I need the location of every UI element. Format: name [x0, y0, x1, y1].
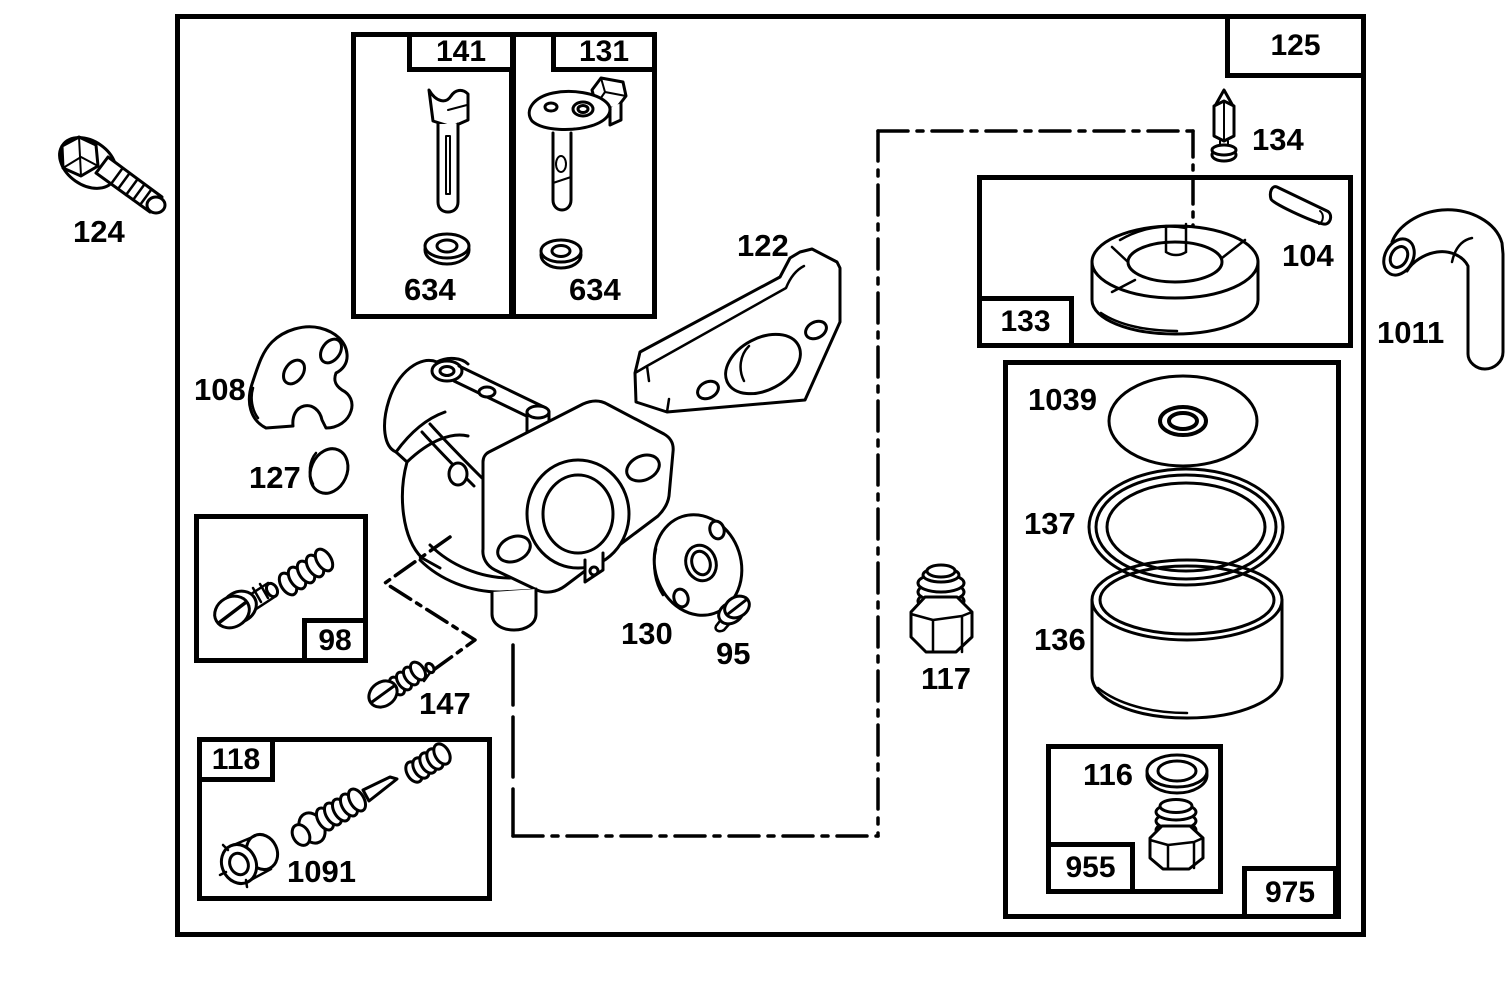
callout-box-133: [977, 175, 1353, 348]
part-number-130: 130: [621, 616, 673, 651]
part-tab-98: 98: [302, 618, 368, 663]
part-tab-975: 975: [1242, 866, 1338, 919]
part-number-98: 98: [318, 623, 352, 657]
part-number-104: 104: [1282, 238, 1334, 273]
part-tab-955: 955: [1046, 842, 1135, 894]
part-tab-133: 133: [977, 296, 1074, 348]
part-number-116: 116: [1083, 757, 1134, 792]
part-number-1011: 1011: [1377, 315, 1445, 350]
part-number-124: 124: [73, 214, 125, 249]
part-number-136: 136: [1034, 622, 1086, 657]
bolt-124-drawing: [58, 135, 167, 215]
part-number-117: 117: [921, 661, 972, 696]
part-number-634-b: 634: [569, 272, 621, 307]
part-number-141: 141: [435, 35, 487, 68]
callout-box-98: [194, 514, 368, 663]
part-number-127: 127: [249, 460, 301, 495]
part-number-108: 108: [194, 372, 246, 407]
part-number-134: 134: [1252, 122, 1304, 157]
part-tab-131: 131: [551, 32, 657, 72]
diagram-border: [175, 14, 1366, 937]
part-tab-125: 125: [1225, 14, 1366, 78]
part-number-125: 125: [1270, 29, 1321, 62]
part-tab-141: 141: [407, 32, 515, 72]
part-number-137: 137: [1024, 506, 1076, 541]
part-number-634-a: 634: [404, 272, 456, 307]
callout-box-118: [197, 737, 492, 901]
part-number-955: 955: [1065, 851, 1116, 884]
part-number-122: 122: [737, 228, 789, 263]
part-number-147: 147: [419, 686, 471, 721]
part-number-95: 95: [716, 636, 751, 671]
part-number-1039: 1039: [1028, 382, 1097, 417]
callout-box-right-assembly: [1003, 360, 1341, 919]
part-number-1091: 1091: [287, 854, 356, 889]
part-number-131: 131: [578, 35, 630, 68]
part-number-975: 975: [1264, 875, 1316, 909]
part-number-118: 118: [211, 742, 261, 776]
part-number-133: 133: [1000, 305, 1051, 338]
part-tab-118: 118: [197, 737, 275, 782]
